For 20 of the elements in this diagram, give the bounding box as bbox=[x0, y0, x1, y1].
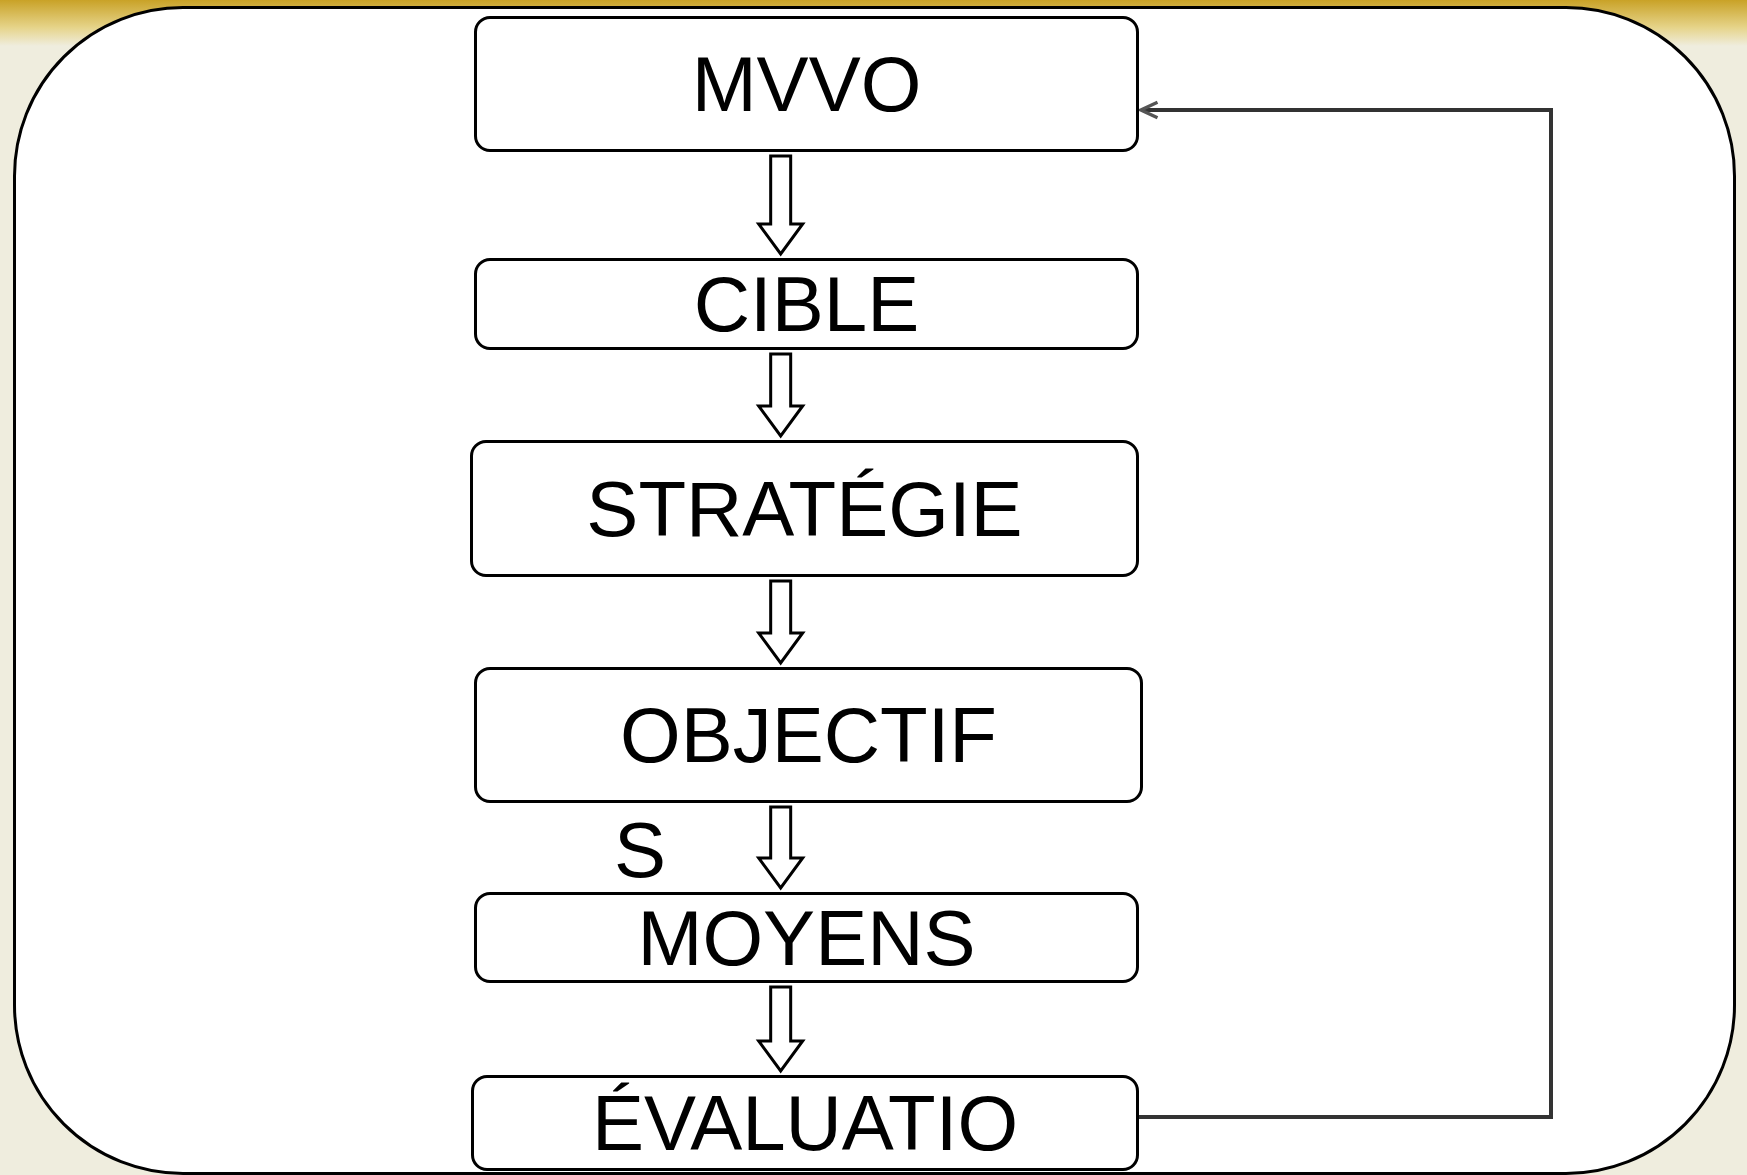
box-label: CIBLE bbox=[693, 265, 920, 343]
rounded-panel bbox=[13, 6, 1736, 1175]
process-box bbox=[470, 440, 1139, 577]
block-arrow bbox=[755, 352, 806, 439]
side-label: S bbox=[614, 811, 667, 889]
process-box bbox=[471, 1075, 1139, 1171]
box-label: STRATÉGIE bbox=[586, 469, 1023, 548]
process-box bbox=[474, 258, 1139, 350]
process-box bbox=[474, 16, 1139, 152]
box-label: MOYENS bbox=[637, 898, 976, 977]
box-label: MVVO bbox=[691, 45, 922, 123]
block-arrow bbox=[755, 579, 806, 666]
block-arrow bbox=[755, 154, 806, 257]
process-box bbox=[474, 892, 1139, 983]
block-arrow bbox=[755, 805, 806, 891]
block-arrow bbox=[755, 985, 806, 1074]
feedback-arrow bbox=[1139, 100, 1553, 1119]
process-box bbox=[474, 667, 1143, 803]
box-label: ÉVALUATIO bbox=[591, 1084, 1019, 1162]
box-label: OBJECTIF bbox=[620, 696, 997, 774]
